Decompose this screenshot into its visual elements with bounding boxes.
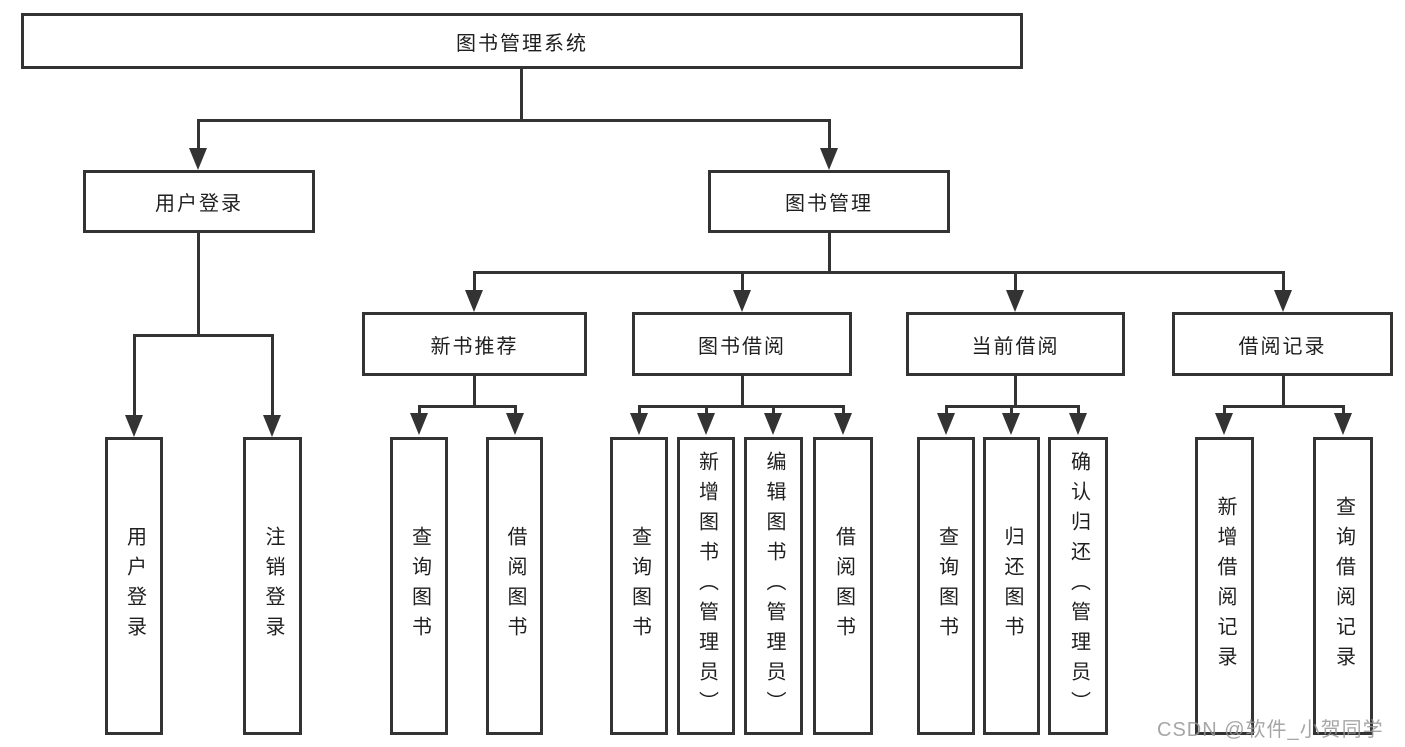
- arrow-down-icon: [764, 413, 782, 435]
- node-book-management: 图书管理: [708, 170, 950, 233]
- arrow-down-icon: [1334, 413, 1352, 435]
- node-label: 借阅记录: [1238, 335, 1327, 358]
- connector-line-h: [418, 405, 517, 408]
- connector-line-v: [638, 405, 641, 417]
- arrow-down-icon: [465, 290, 483, 312]
- connector-line-h: [133, 334, 274, 337]
- leaf-confirm-return-admin: 确认归还（管理员）: [1048, 437, 1108, 735]
- arrow-down-icon: [263, 415, 281, 437]
- leaf-add-books-admin: 新增图书（管理员）: [677, 437, 735, 735]
- leaf-query-books-current: 查询图书: [917, 437, 975, 735]
- node-user-login: 用户登录: [83, 170, 315, 233]
- watermark: CSDN @软件_小贺同学: [1157, 719, 1384, 741]
- leaf-label: 查询图书: [628, 526, 651, 646]
- leaf-label: 新增借阅记录: [1214, 496, 1236, 676]
- leaf-label: 查询图书: [935, 526, 958, 646]
- leaf-label: 借阅图书: [504, 526, 526, 646]
- node-label: 新书推荐: [430, 335, 519, 358]
- connector-line-h: [638, 405, 845, 408]
- node-book-borrowing: 图书借阅: [632, 312, 852, 376]
- node-label: 图书管理: [785, 193, 873, 215]
- leaf-add-borrow-record: 新增借阅记录: [1195, 437, 1254, 735]
- connector-line-v: [842, 405, 845, 417]
- connector-line-v: [741, 376, 744, 407]
- node-label: 用户登录: [155, 193, 243, 215]
- arrow-down-icon: [820, 148, 838, 170]
- node-new-book-recommend: 新书推荐: [362, 312, 587, 376]
- leaf-label: 编辑图书（管理员）: [763, 451, 785, 721]
- connector-line-v: [1014, 376, 1017, 407]
- connector-line-v: [418, 405, 421, 417]
- leaf-borrow-books-recommend: 借阅图书: [486, 437, 543, 735]
- leaf-query-books-recommend: 查询图书: [390, 437, 448, 735]
- arrow-down-icon: [1006, 290, 1024, 312]
- connector-line-v: [271, 334, 274, 417]
- node-library-management-system: 图书管理系统: [21, 13, 1023, 69]
- node-label: 图书管理系统: [456, 32, 588, 55]
- arrow-down-icon: [1069, 413, 1087, 435]
- arrow-down-icon: [733, 290, 751, 312]
- arrow-down-icon: [1215, 413, 1233, 435]
- arrow-down-icon: [834, 413, 852, 435]
- node-borrowing-records: 借阅记录: [1172, 312, 1393, 376]
- arrow-down-icon: [125, 415, 143, 437]
- connector-line-v: [1223, 405, 1226, 417]
- connector-line-v: [1282, 271, 1285, 292]
- node-current-borrowing: 当前借阅: [906, 312, 1125, 376]
- leaf-edit-books-admin: 编辑图书（管理员）: [744, 437, 803, 735]
- connector-line-v: [772, 405, 775, 417]
- arrow-down-icon: [697, 413, 715, 435]
- leaf-label: 查询借阅记录: [1332, 496, 1355, 676]
- leaf-return-books: 归还图书: [983, 437, 1040, 735]
- connector-line-v: [1010, 405, 1013, 417]
- connector-line-v: [741, 271, 744, 292]
- arrow-down-icon: [630, 413, 648, 435]
- connector-line-h: [1223, 405, 1344, 408]
- leaf-borrow-books-borrowing: 借阅图书: [813, 437, 873, 735]
- connector-line-h: [197, 119, 830, 122]
- leaf-label: 归还图书: [1001, 526, 1023, 646]
- leaf-label: 借阅图书: [832, 526, 855, 646]
- arrow-down-icon: [189, 148, 207, 170]
- connector-line-v: [1342, 405, 1345, 417]
- leaf-label: 确认归还（管理员）: [1067, 451, 1090, 721]
- node-label: 图书借阅: [698, 335, 786, 358]
- connector-line-v: [473, 271, 476, 292]
- connector-line-v: [828, 233, 831, 274]
- connector-line-v: [197, 119, 200, 151]
- leaf-user-login: 用户登录: [105, 437, 163, 735]
- arrow-down-icon: [1002, 413, 1020, 435]
- leaf-logout: 注销登录: [243, 437, 302, 735]
- leaf-label: 查询图书: [408, 526, 431, 646]
- leaf-label: 注销登录: [262, 526, 284, 646]
- connector-line-v: [945, 405, 948, 417]
- connector-line-v: [473, 376, 476, 407]
- connector-line-v: [1077, 405, 1080, 417]
- leaf-label: 新增图书（管理员）: [695, 451, 718, 721]
- connector-line-v: [520, 69, 523, 121]
- connector-line-v: [197, 233, 200, 337]
- connector-line-v: [828, 119, 831, 151]
- connector-line-v: [705, 405, 708, 417]
- connector-line-v: [1282, 376, 1285, 407]
- arrow-down-icon: [937, 413, 955, 435]
- arrow-down-icon: [1274, 290, 1292, 312]
- connector-line-v: [133, 334, 136, 417]
- leaf-query-borrow-record: 查询借阅记录: [1313, 437, 1373, 735]
- arrow-down-icon: [506, 413, 524, 435]
- connector-line-h: [473, 271, 1284, 274]
- leaf-label: 用户登录: [123, 526, 146, 646]
- leaf-query-books-borrowing: 查询图书: [610, 437, 668, 735]
- arrow-down-icon: [410, 413, 428, 435]
- connector-line-v: [514, 405, 517, 417]
- node-label: 当前借阅: [971, 335, 1060, 358]
- connector-line-v: [1014, 271, 1017, 292]
